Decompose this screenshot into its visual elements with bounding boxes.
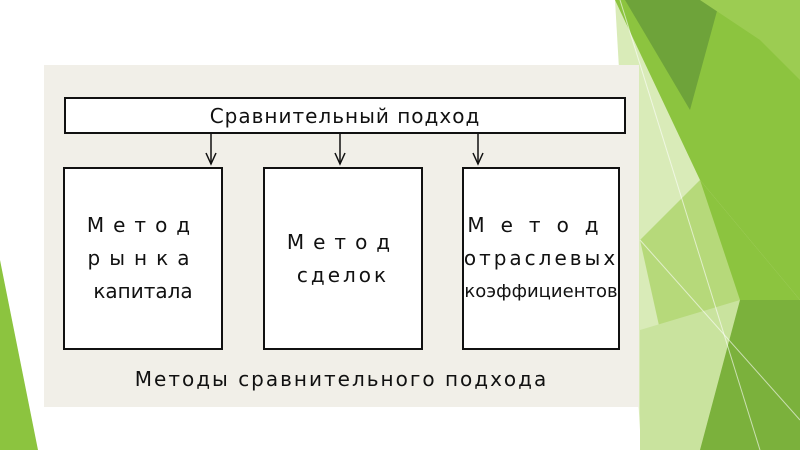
method-1-line-1: Метод [86, 213, 200, 237]
diagram-caption: Методы сравнительного подхода [134, 367, 549, 391]
decor-shape [640, 300, 740, 450]
decor-shape [700, 0, 800, 80]
top-box-label: Сравнительный подход [209, 103, 481, 128]
decor-line [619, 0, 761, 450]
decor-shape [690, 300, 800, 450]
decor-shape [625, 0, 720, 110]
decor-shape [640, 180, 740, 330]
diagram-figure: Сравнительный подход Метод рынка капитал… [44, 65, 639, 407]
arrow-1-head [205, 152, 217, 166]
method-2-line-1: Метод [286, 229, 400, 254]
method-1-line-2: рынка [87, 246, 199, 270]
decor-line [639, 239, 800, 421]
decor-shape [615, 0, 800, 300]
method-box-market: Метод рынка капитала [63, 167, 223, 350]
arrow-3-head [472, 152, 484, 166]
method-box-ratios: Метод отраслевых коэффициентов [462, 167, 620, 350]
method-2-line-2: сделок [296, 262, 390, 287]
method-1-line-3: капитала [93, 279, 193, 303]
method-3-line-1: Метод [467, 213, 615, 237]
method-box-deals: Метод сделок [263, 167, 423, 350]
top-box: Сравнительный подход [64, 97, 626, 134]
method-3-line-3: коэффициентов [464, 281, 618, 302]
decor-shape [0, 260, 38, 450]
method-3-line-2: отраслевых [463, 246, 619, 270]
arrow-2-head [334, 152, 346, 166]
